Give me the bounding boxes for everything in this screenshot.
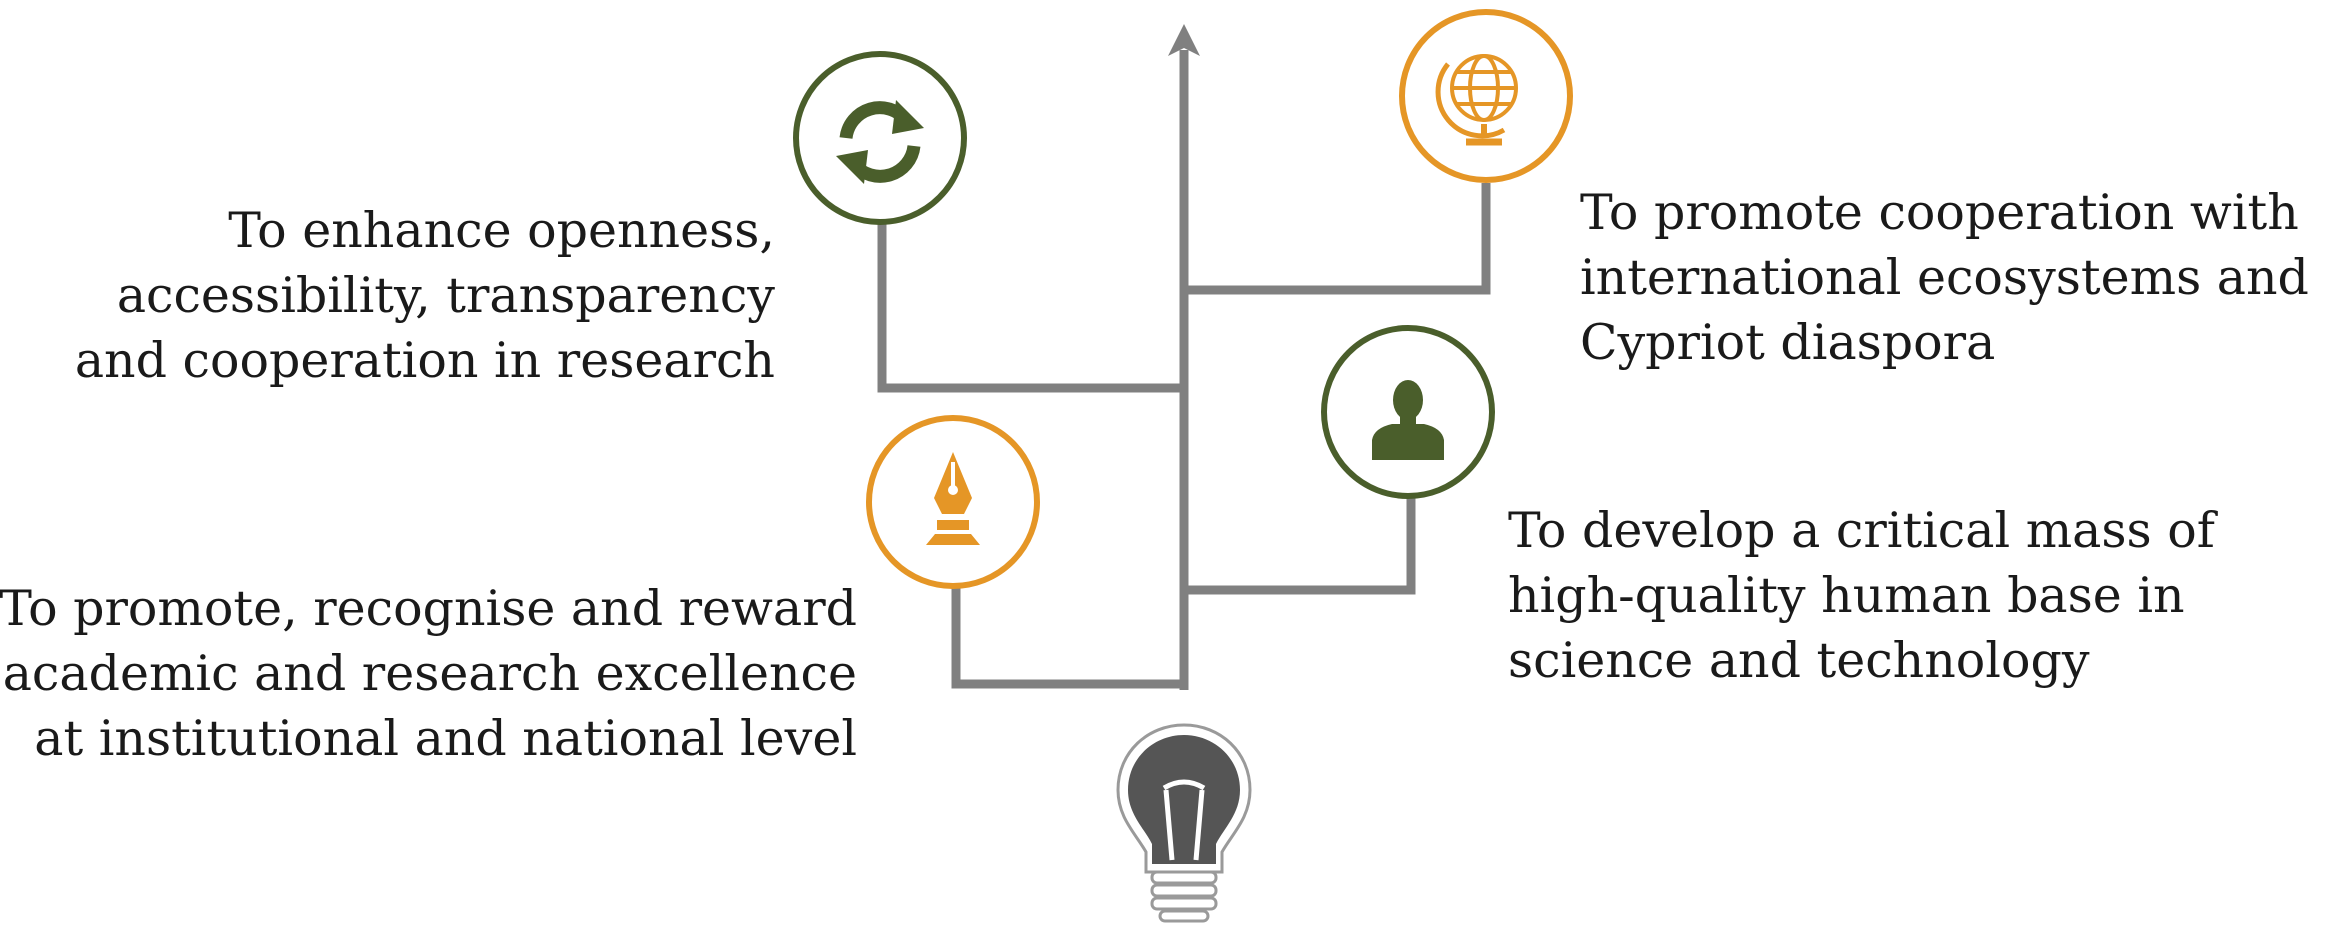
goal-international-line-1: To promote cooperation with — [1580, 184, 2299, 241]
branch-excellence — [951, 587, 1184, 689]
branch-human-base — [1184, 497, 1416, 595]
arrow-head-icon — [1168, 24, 1200, 56]
excellence-circle — [866, 415, 1040, 589]
international-circle — [1399, 9, 1573, 183]
refresh-icon — [836, 100, 924, 184]
goal-excellence-line-1: To promote, recognise and reward — [0, 580, 857, 637]
goal-openness-line-1: To enhance openness, — [228, 202, 775, 259]
goal-human-base-line-1: To develop a critical mass of — [1508, 502, 2215, 559]
goal-international-text: To promote cooperation with internationa… — [1580, 180, 2309, 375]
goal-openness-text: To enhance openness, accessibility, tran… — [75, 198, 775, 393]
goal-openness-line-3: and cooperation in research — [74, 332, 775, 389]
branch-openness — [877, 222, 1184, 393]
goal-human-base-text: To develop a critical mass of high-quali… — [1508, 498, 2215, 693]
openness-circle — [793, 51, 967, 225]
goal-international-line-2: international ecosystems and — [1580, 249, 2309, 306]
pen-nib-icon — [926, 452, 980, 545]
connector-lines — [877, 50, 1491, 690]
globe-icon — [1435, 54, 1518, 146]
goal-human-base-line-2: high-quality human base in — [1508, 567, 2185, 624]
goal-human-base-line-3: science and technology — [1508, 632, 2090, 689]
person-icon — [1372, 380, 1444, 460]
branch-international — [1184, 183, 1491, 295]
goal-excellence-line-3: at institutional and national level — [34, 710, 857, 767]
goal-excellence-line-2: academic and research excellence — [2, 645, 857, 702]
lightbulb-icon — [1116, 723, 1252, 923]
goal-openness-line-2: accessibility, transparency — [116, 267, 775, 324]
human-base-circle — [1321, 325, 1495, 499]
goal-excellence-text: To promote, recognise and reward academi… — [0, 576, 857, 771]
goal-international-line-3: Cypriot diaspora — [1580, 314, 1996, 371]
